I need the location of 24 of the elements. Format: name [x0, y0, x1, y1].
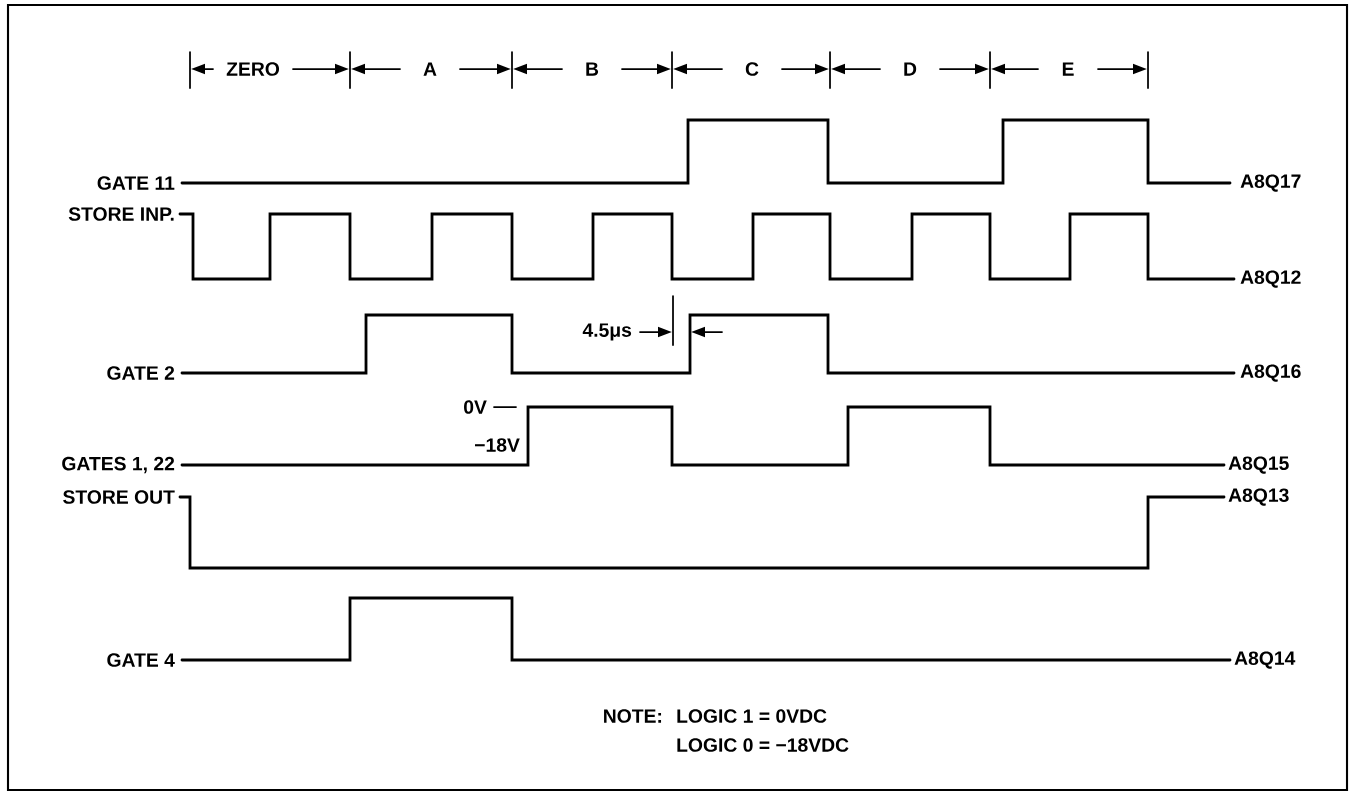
note-text: LOGIC 0 = −18VDC [677, 738, 849, 752]
pin-label: A8Q17 [1240, 174, 1301, 192]
interval-label: D [904, 62, 917, 76]
note-label: NOTE: [604, 709, 662, 723]
pin-label: A8Q15 [1228, 456, 1289, 474]
note-text: LOGIC 1 = 0VDC [677, 709, 827, 723]
interval-label: E [1062, 62, 1074, 76]
interval-label: A [423, 62, 437, 76]
level-label: 0V [464, 400, 487, 414]
signal-label: STORE OUT [63, 490, 175, 504]
dimension-label: 4.5μs [582, 323, 632, 341]
interval-label: ZERO [226, 62, 280, 76]
pin-label: A8Q13 [1228, 488, 1289, 506]
interval-label: C [745, 62, 759, 76]
interval-label: B [586, 62, 599, 76]
pin-label: A8Q14 [1234, 651, 1296, 669]
signal-label: GATE 11 [97, 176, 175, 190]
signal-label: STORE INP. [68, 207, 174, 221]
level-label: −18V [475, 438, 520, 452]
signal-label: GATE 4 [107, 653, 175, 667]
pin-label: A8Q16 [1240, 364, 1301, 382]
signal-label: GATE 2 [107, 366, 175, 380]
signal-label: GATES 1, 22 [62, 456, 175, 474]
pin-label: A8Q12 [1240, 270, 1301, 288]
